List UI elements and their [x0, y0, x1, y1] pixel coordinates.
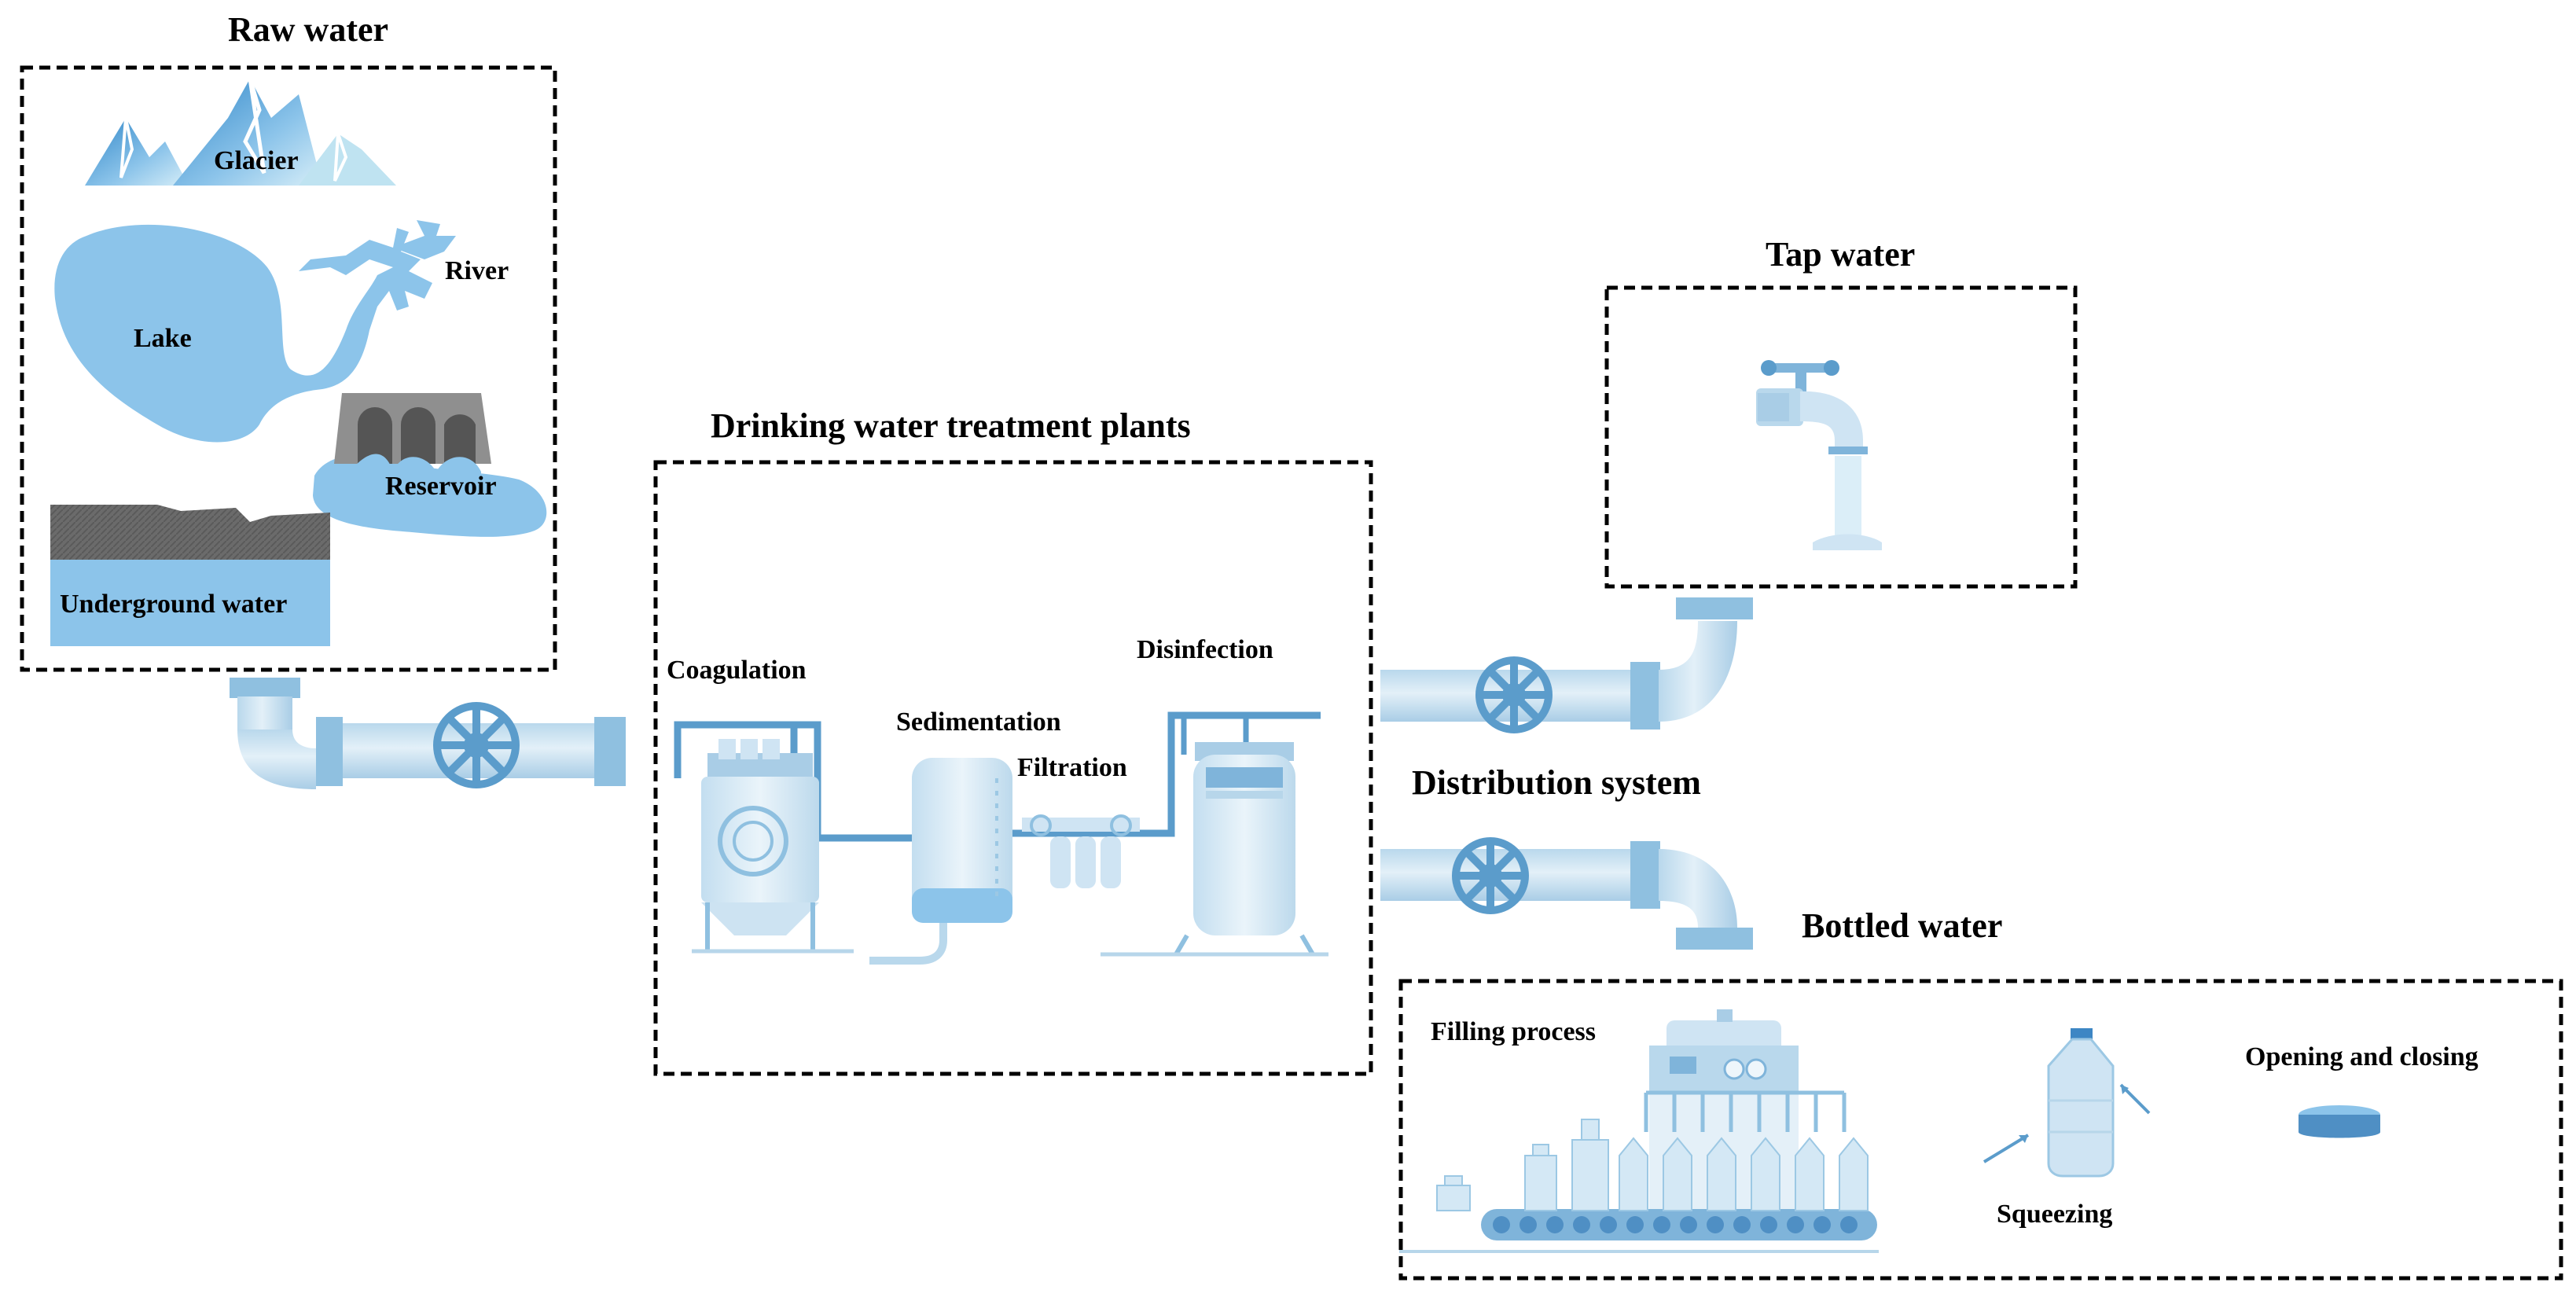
glacier-label: Glacier [214, 146, 299, 175]
filtration-label: Filtration [1017, 753, 1127, 782]
squeezed-bottle-icon [1983, 1028, 2151, 1178]
lake-river-icon [54, 220, 456, 443]
filtration-unit-icon [1022, 814, 1140, 888]
glacier-icon [85, 78, 396, 186]
bottle-cap-icon [2299, 1105, 2380, 1138]
valve-wheel-icon [433, 702, 520, 788]
reservoir-icon [313, 393, 547, 537]
opening-closing-label: Opening and closing [2245, 1042, 2479, 1071]
disinfection-tank-icon [1101, 715, 1328, 957]
squeezing-label: Squeezing [1997, 1200, 2113, 1229]
underground-water-icon [50, 505, 330, 646]
raw-water-pipe [230, 678, 626, 789]
valve-wheel-icon [1452, 837, 1529, 914]
underground-water-label: Underground water [60, 590, 288, 619]
disinfection-label: Disinfection [1137, 635, 1273, 664]
coagulation-tank-icon [692, 739, 854, 954]
treatment-box [653, 460, 1373, 1076]
bottled-supply-pipe [1380, 837, 1753, 950]
tap-water-box [1604, 285, 2078, 589]
faucet-icon [1756, 360, 1882, 550]
treatment-equipment [674, 711, 1328, 965]
valve-wheel-icon [1475, 656, 1553, 733]
filling-machine-icon [1399, 1009, 1879, 1253]
tap-water-title: Tap water [1766, 235, 1916, 274]
reservoir-label: Reservoir [385, 472, 497, 501]
raw-water-box [20, 65, 557, 672]
treatment-title: Drinking water treatment plants [711, 406, 1191, 445]
tap-supply-pipe [1380, 597, 1753, 733]
raw-water-title: Raw water [228, 10, 389, 49]
bottled-water-title: Bottled water [1802, 906, 2003, 945]
sedimentation-tank-icon [869, 758, 1012, 965]
bottled-water-box [1398, 979, 2563, 1281]
sedimentation-label: Sedimentation [896, 707, 1061, 737]
distribution-system-title: Distribution system [1412, 763, 1701, 802]
coagulation-label: Coagulation [667, 656, 807, 685]
lake-label: Lake [134, 324, 192, 353]
filling-process-label: Filling process [1431, 1017, 1596, 1046]
river-label: River [445, 256, 509, 285]
